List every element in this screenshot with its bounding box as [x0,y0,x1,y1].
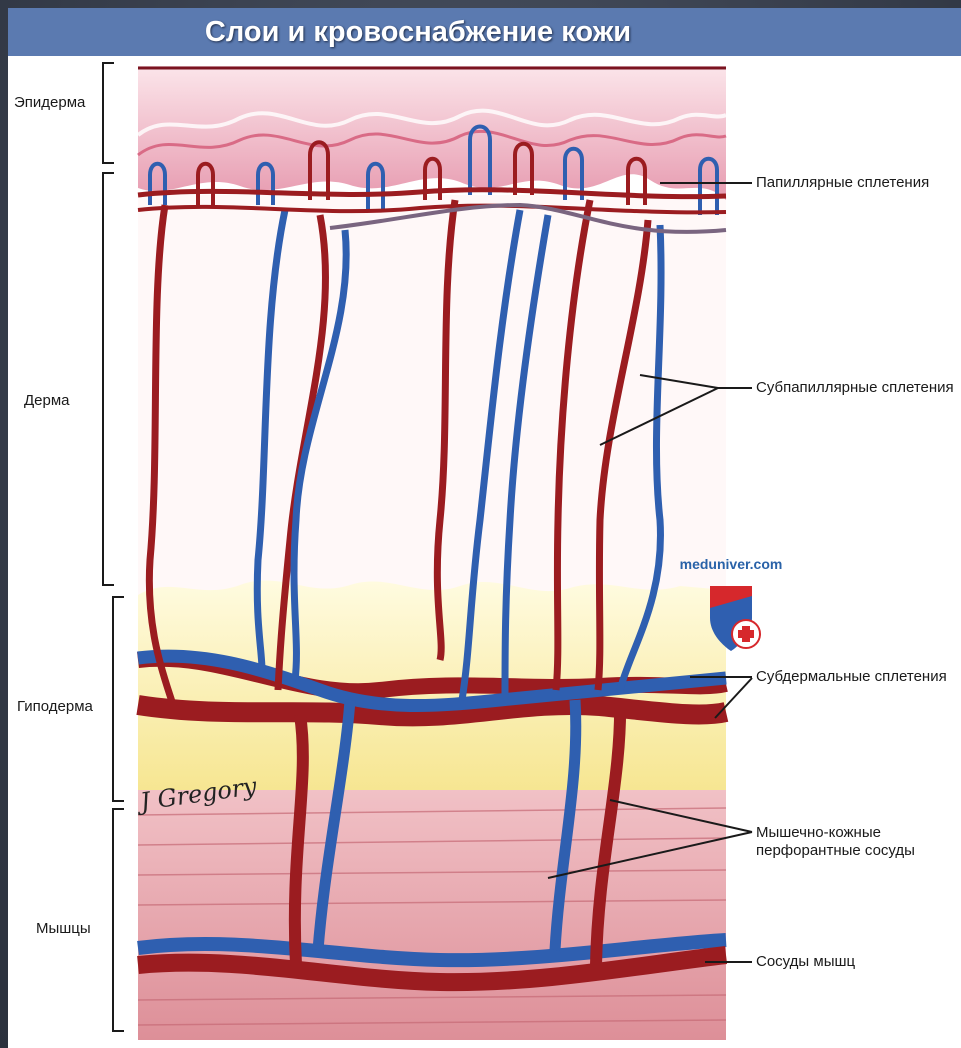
layer-label-epidermis: Эпидерма [14,94,85,111]
meduniver-watermark: meduniver.com [676,556,786,666]
callout-subdermal-plexus: Субдермальные сплетения [756,668,947,686]
layer-label-hypodermis: Гиподерма [17,698,93,715]
bracket-hypodermis [112,596,114,802]
shield-cross-icon [676,556,786,666]
callout-perforator-vessels: Мышечно-кожные перфорантные сосуды [756,824,915,860]
callout-papillary-plexus: Папиллярные сплетения [756,174,929,192]
bracket-epidermis [102,62,104,164]
dermis-region [138,195,726,595]
muscle-region [138,790,726,1040]
callout-subpapillary-plexus: Субпапиллярные сплетения [756,379,954,397]
layer-label-muscles: Мышцы [36,920,91,937]
layer-label-dermis: Дерма [24,392,70,409]
callout-muscle-vessels: Сосуды мышц [756,953,855,971]
bracket-muscles [112,808,114,1032]
bracket-dermis [102,172,104,586]
epidermis-region [138,66,726,200]
